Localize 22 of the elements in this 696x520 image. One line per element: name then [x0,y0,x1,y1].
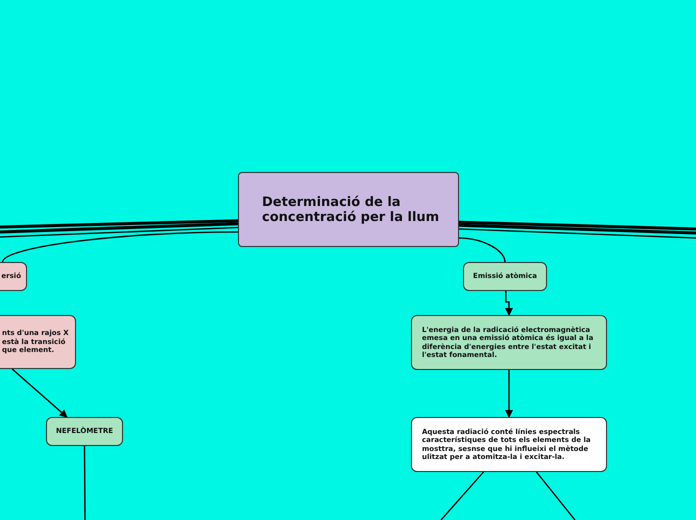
connector-line [458,224,696,234]
topic-box [0,315,76,369]
connector-line [536,472,576,520]
connector-line [458,220,696,230]
topic-text: Determinació de la concentració per la llum [262,194,440,224]
connector-line [505,370,513,418]
connector-line [458,237,506,262]
connector-line [0,219,238,228]
topic-box [411,417,607,472]
connector-line [84,446,86,520]
topic-box [238,172,459,247]
topic-box [411,315,607,370]
topic-box [46,417,123,446]
connector-line [0,222,238,234]
topic-box [463,262,547,291]
connector-line [458,228,696,239]
topic-box [0,262,27,291]
connector-line [0,226,238,238]
connector-line [2,231,238,262]
connector-line [505,291,513,316]
connector-line [12,368,68,418]
connector-line [440,472,484,520]
